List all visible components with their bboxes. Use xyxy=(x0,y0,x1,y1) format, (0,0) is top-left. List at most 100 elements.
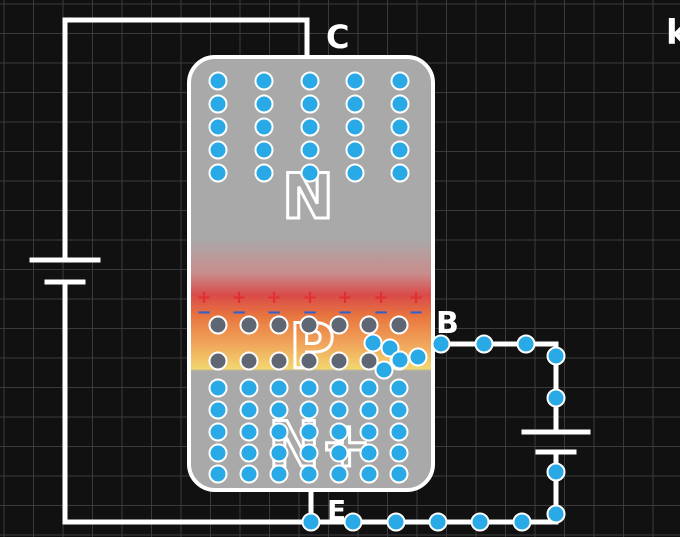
electron xyxy=(269,400,289,420)
left-battery xyxy=(29,257,101,285)
electron xyxy=(254,117,274,137)
electron xyxy=(254,163,274,183)
wire-electron xyxy=(301,512,321,532)
electron xyxy=(408,347,428,367)
junction-charges: +−+−+−+−+−+−+− xyxy=(196,287,423,323)
electron xyxy=(345,71,365,91)
negative-charge: − xyxy=(373,302,388,323)
electron xyxy=(359,443,379,463)
electron xyxy=(300,94,320,114)
electron xyxy=(329,378,349,398)
hole xyxy=(329,351,349,371)
wire-electron xyxy=(428,512,448,532)
electron xyxy=(390,140,410,160)
wire-electron xyxy=(431,334,451,354)
right-battery xyxy=(521,429,591,455)
wire-electron xyxy=(343,512,363,532)
hole xyxy=(299,315,319,335)
emitter-label: E xyxy=(327,494,346,527)
positive-charge: + xyxy=(302,287,317,308)
electron xyxy=(208,443,228,463)
hole xyxy=(359,315,379,335)
electron xyxy=(374,360,394,380)
electron xyxy=(389,400,409,420)
electron xyxy=(329,422,349,442)
electron xyxy=(208,94,228,114)
electron xyxy=(300,140,320,160)
negative-charge: − xyxy=(408,302,423,323)
hole xyxy=(269,351,289,371)
electron xyxy=(329,464,349,484)
positive-charge: + xyxy=(266,287,281,308)
electron xyxy=(389,378,409,398)
electron xyxy=(329,443,349,463)
electron xyxy=(208,140,228,160)
wire-electron xyxy=(546,346,566,366)
hole xyxy=(389,315,409,335)
electron xyxy=(300,117,320,137)
electron xyxy=(363,333,383,353)
wire-electron xyxy=(516,334,536,354)
wire-electron xyxy=(386,512,406,532)
hole xyxy=(208,351,228,371)
negative-charge: − xyxy=(231,302,246,323)
wire-electron xyxy=(512,512,532,532)
electron xyxy=(359,400,379,420)
electron xyxy=(239,400,259,420)
electron xyxy=(345,94,365,114)
electron xyxy=(269,464,289,484)
electron xyxy=(389,422,409,442)
electron xyxy=(389,464,409,484)
electron xyxy=(390,71,410,91)
electron xyxy=(300,71,320,91)
electron xyxy=(359,378,379,398)
hole xyxy=(239,315,259,335)
electron xyxy=(208,378,228,398)
positive-charge: + xyxy=(373,287,388,308)
electron xyxy=(345,117,365,137)
hole xyxy=(329,315,349,335)
hole xyxy=(208,315,228,335)
positive-charge: + xyxy=(231,287,246,308)
electron xyxy=(390,117,410,137)
wire-electron xyxy=(546,504,566,524)
electron xyxy=(299,400,319,420)
electron xyxy=(380,338,400,358)
electron xyxy=(359,422,379,442)
hole xyxy=(359,351,379,371)
positive-charge: + xyxy=(196,287,211,308)
electron xyxy=(299,422,319,442)
electron xyxy=(254,140,274,160)
electron xyxy=(300,163,320,183)
wire-electron xyxy=(470,512,490,532)
electron xyxy=(208,163,228,183)
electron xyxy=(239,443,259,463)
electron xyxy=(345,140,365,160)
base-wire xyxy=(433,341,559,432)
hole xyxy=(239,351,259,371)
negative-charge: − xyxy=(196,302,211,323)
electron xyxy=(345,163,365,183)
electron xyxy=(208,464,228,484)
electron xyxy=(269,378,289,398)
positive-charge: + xyxy=(337,287,352,308)
electron xyxy=(299,443,319,463)
electron xyxy=(254,71,274,91)
electron xyxy=(390,94,410,114)
electron xyxy=(390,350,410,370)
electron xyxy=(239,378,259,398)
electron xyxy=(208,117,228,137)
base-label: B xyxy=(436,306,459,341)
electron xyxy=(269,443,289,463)
hole xyxy=(269,315,289,335)
carriers xyxy=(208,71,566,532)
electron xyxy=(329,400,349,420)
collector-label: C xyxy=(326,18,349,56)
collector-wire xyxy=(62,17,310,260)
electron xyxy=(299,378,319,398)
electron xyxy=(208,400,228,420)
wire-electron xyxy=(546,462,566,482)
emitter-left-wire xyxy=(62,282,311,525)
positive-charge: + xyxy=(408,287,423,308)
